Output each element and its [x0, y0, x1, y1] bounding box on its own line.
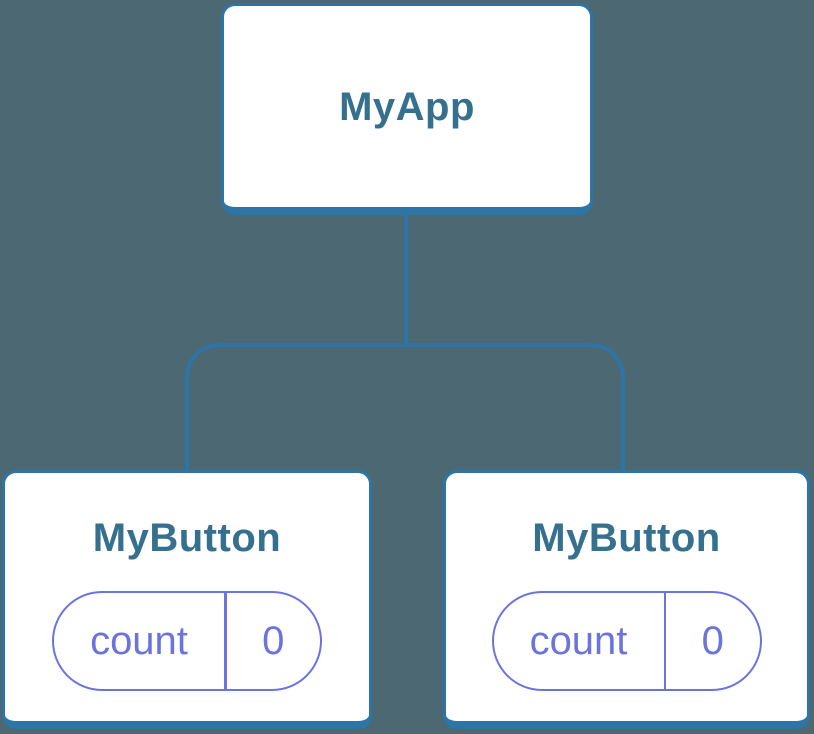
- state-pill: count 0: [52, 591, 322, 691]
- node-myapp: MyApp: [221, 3, 593, 215]
- node-mybutton-left-title: MyButton: [92, 516, 282, 560]
- state-label: count: [529, 618, 628, 663]
- state-value: 0: [701, 618, 724, 663]
- node-mybutton-right: MyButton count 0: [443, 470, 810, 729]
- state-pill-divider: [224, 593, 227, 689]
- node-mybutton-left: MyButton count 0: [2, 470, 372, 729]
- tree-connector-stem: [404, 212, 408, 347]
- state-value: 0: [262, 618, 285, 663]
- state-pill-divider: [663, 593, 666, 689]
- state-pill: count 0: [491, 591, 762, 691]
- node-myapp-title: MyApp: [339, 84, 475, 129]
- node-mybutton-right-title: MyButton: [532, 516, 721, 560]
- tree-connector-bracket: [185, 343, 625, 470]
- state-label: count: [90, 618, 188, 663]
